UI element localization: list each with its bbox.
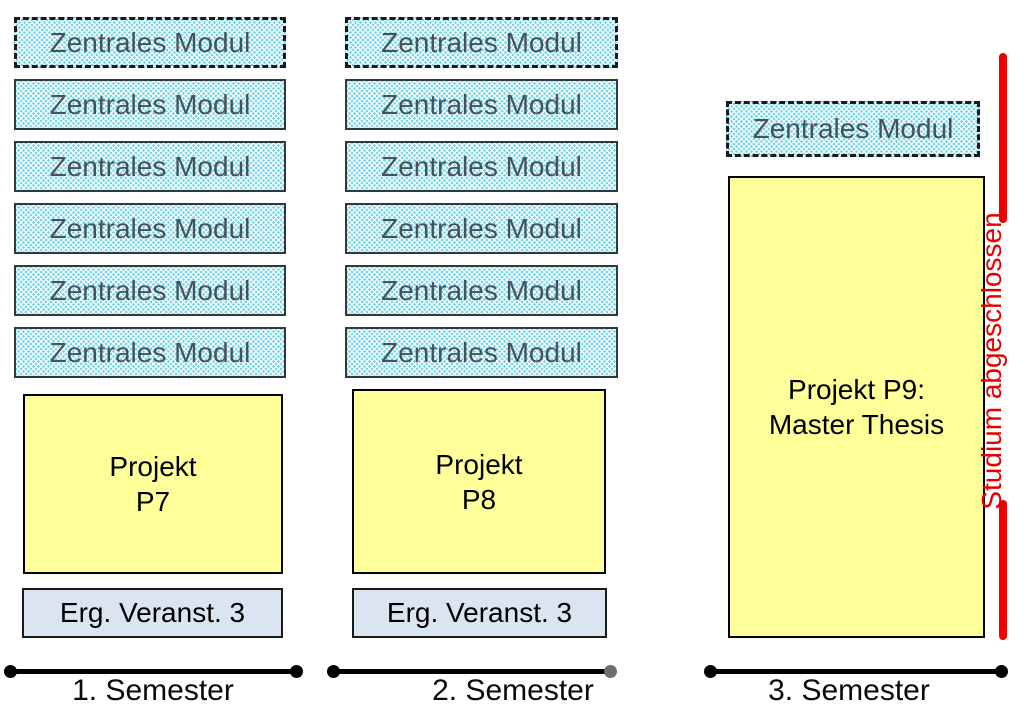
axis-endpoint-dot (4, 665, 17, 678)
project-box-p9-master-thesis: Projekt P9: Master Thesis (728, 176, 985, 638)
module-box-dashed: Zentrales Modul (14, 17, 286, 68)
extra-course-label: Erg. Veranst. 3 (59, 597, 246, 628)
axis-endpoint-dot (290, 665, 303, 678)
milestone-line-bottom-segment (999, 500, 1007, 640)
module-label: Zentrales Modul (49, 150, 251, 182)
semester2-label: 2. Semester (432, 674, 594, 707)
module-box-dashed: Zentrales Modul (726, 101, 980, 157)
module-box: Zentrales Modul (345, 265, 618, 316)
module-box: Zentrales Modul (14, 265, 286, 316)
semester3-label: 3. Semester (768, 674, 930, 707)
module-label: Zentrales Modul (49, 26, 251, 58)
extra-course-box: Erg. Veranst. 3 (22, 588, 283, 638)
project-code: P7 (135, 486, 171, 517)
semester2-axis-line (333, 669, 610, 674)
module-box: Zentrales Modul (14, 79, 286, 130)
project-code: Master Thesis (768, 409, 945, 440)
project-box-p7: Projekt P7 (23, 394, 283, 574)
milestone-label: Studium abgeschlossen (976, 212, 1007, 510)
module-label: Zentrales Modul (381, 274, 582, 306)
module-label: Zentrales Modul (49, 212, 251, 244)
module-label: Zentrales Modul (381, 212, 582, 244)
module-label: Zentrales Modul (49, 336, 251, 368)
module-box: Zentrales Modul (345, 327, 618, 378)
axis-endpoint-dot-gray (604, 665, 617, 678)
module-box: Zentrales Modul (345, 79, 618, 130)
module-label: Zentrales Modul (49, 88, 251, 120)
module-box: Zentrales Modul (345, 141, 618, 192)
extra-course-label: Erg. Veranst. 3 (386, 597, 573, 628)
module-box: Zentrales Modul (345, 203, 618, 254)
project-box-p8: Projekt P8 (352, 389, 606, 574)
module-box-dashed: Zentrales Modul (345, 17, 618, 68)
project-title: Projekt (109, 451, 197, 482)
project-title: Projekt (435, 448, 523, 480)
module-label: Zentrales Modul (381, 88, 582, 120)
module-label: Zentrales Modul (752, 113, 954, 144)
module-label: Zentrales Modul (381, 150, 582, 182)
module-box: Zentrales Modul (14, 203, 286, 254)
project-title: Projekt P9: (788, 374, 925, 405)
axis-endpoint-dot (995, 665, 1008, 678)
semester1-label: 1. Semester (72, 674, 234, 707)
project-code: P8 (461, 483, 497, 515)
module-label: Zentrales Modul (381, 336, 582, 368)
module-box: Zentrales Modul (14, 327, 286, 378)
module-label: Zentrales Modul (49, 274, 251, 306)
extra-course-box: Erg. Veranst. 3 (352, 588, 607, 638)
semester3-axis-line (710, 669, 1001, 674)
milestone-line-top-segment (999, 53, 1007, 223)
module-label: Zentrales Modul (381, 26, 582, 58)
semester1-axis-line (10, 669, 296, 674)
axis-endpoint-dot (327, 665, 340, 678)
module-box: Zentrales Modul (14, 141, 286, 192)
axis-endpoint-dot (704, 665, 717, 678)
